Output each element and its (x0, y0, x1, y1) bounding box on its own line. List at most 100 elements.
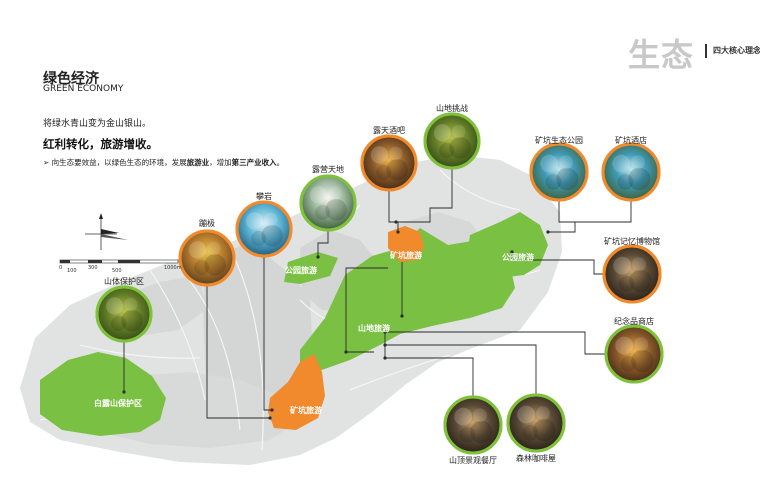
leader-dot (394, 220, 398, 224)
zone-label-mine-bottom: 矿坑旅游 (290, 406, 322, 415)
desc-mid: ，增加 (209, 158, 232, 167)
zone-label-mine-top: 矿坑旅游 (390, 251, 422, 260)
photo-label-eco-park: 矿坑生态公园 (535, 136, 583, 145)
page-title: 绿色经济 (43, 71, 99, 87)
leader-dot (400, 314, 404, 318)
photo-texture (121, 309, 143, 332)
desc-suffix: 。 (276, 158, 285, 167)
photo-texture (615, 336, 634, 355)
photo-texture (188, 241, 207, 259)
photo-label-climb: 攀岩 (256, 192, 272, 201)
photo-eco-park (529, 142, 589, 202)
photo-texture (536, 406, 550, 421)
leader-dot (270, 408, 274, 412)
photo-label-restaurant: 山顶景观餐厅 (449, 456, 497, 465)
zone-label-park-left: 公园旅游 (285, 266, 317, 275)
scale-bar (59, 259, 179, 264)
photo-texture (473, 408, 487, 423)
desc-prefix: ➢ 向生态要效益，以绿色生态的环境，发展 (43, 158, 187, 167)
photo-texture (559, 155, 573, 170)
photo-texture (433, 124, 452, 142)
photo-texture (459, 426, 476, 443)
photo-texture (617, 173, 634, 190)
scale-label: 1000m (164, 265, 182, 271)
leader-line (345, 267, 388, 352)
compass-icon (85, 213, 128, 250)
leader-line (385, 357, 474, 397)
photo-texture (370, 146, 389, 164)
leader-line (396, 168, 453, 223)
scale-label: 500 (112, 268, 122, 274)
photo-texture (386, 158, 408, 181)
leader-dots (122, 220, 550, 420)
photo-texture (111, 315, 127, 332)
photo-hotel (601, 142, 661, 202)
photo-texture (452, 124, 466, 139)
attraction-photos (95, 112, 664, 455)
zone-label-baiyun: 白露山保护区 (94, 399, 142, 408)
photo-texture (629, 269, 652, 293)
photo-texture (389, 146, 403, 161)
photo-texture (124, 297, 138, 312)
leader-dot (268, 416, 272, 420)
photo-texture (613, 256, 632, 275)
zone-baiyun-reserve (40, 352, 166, 436)
zone-mine-top (388, 226, 424, 262)
photo-ring (95, 285, 153, 343)
photo-texture (470, 420, 493, 444)
photo-protect (95, 285, 153, 343)
photo-texture (517, 405, 536, 424)
photo-texture (533, 418, 556, 442)
leader-dot (510, 250, 514, 254)
photo-texture (620, 355, 637, 372)
leader-lines (123, 168, 632, 419)
section-divider (705, 44, 707, 58)
photo-texture (631, 349, 654, 373)
lead-text: 将绿水青山变为金山银山。 (43, 119, 152, 129)
photo-ring (443, 395, 503, 455)
page-title-en: GREEN ECONOMY (43, 84, 124, 94)
photo-bungee (178, 229, 236, 287)
zone-mountain (300, 228, 515, 372)
leader-line (263, 256, 272, 411)
leader-dot (383, 330, 387, 334)
leader-line (548, 200, 632, 233)
leader-dot (316, 255, 320, 259)
photo-ring (299, 174, 357, 232)
photo-texture (454, 407, 473, 426)
photo-label-souvenir: 纪念品商店 (614, 317, 654, 326)
photo-bar (360, 134, 418, 192)
scale-label: 100 (67, 268, 77, 274)
leader-dot (396, 230, 400, 234)
photo-adventure (423, 112, 481, 170)
subtitle: 红利转化，旅游增收。 (43, 137, 158, 151)
photo-restaurant (443, 395, 503, 455)
photo-texture (545, 173, 562, 190)
photo-climb (235, 200, 293, 258)
leader-dot (546, 230, 550, 234)
leader-dot (344, 350, 348, 354)
photo-texture (632, 257, 646, 272)
photo-texture (204, 253, 226, 276)
section-subtitle: 四大核心理念 (713, 46, 760, 55)
photo-texture (325, 198, 347, 221)
photo-texture (105, 297, 124, 315)
photo-label-bar: 露天酒吧 (373, 126, 405, 135)
desc-bold-income: 第三产业收入 (231, 158, 277, 167)
desc-bold-tourism: 旅游业 (186, 158, 210, 167)
photo-label-bungee: 蹦极 (199, 219, 215, 228)
zone-park-left (284, 252, 338, 284)
photo-texture (264, 212, 278, 227)
leader-line (388, 190, 399, 232)
photo-label-museum: 矿坑记忆博物馆 (604, 237, 660, 246)
leader-line (511, 252, 604, 275)
leader-dot (122, 390, 126, 394)
photo-texture (540, 154, 559, 173)
photo-texture (618, 275, 635, 292)
section-title: 生态 (628, 36, 695, 74)
photo-ring (235, 200, 293, 258)
photo-texture (628, 167, 651, 191)
photo-texture (261, 224, 283, 247)
